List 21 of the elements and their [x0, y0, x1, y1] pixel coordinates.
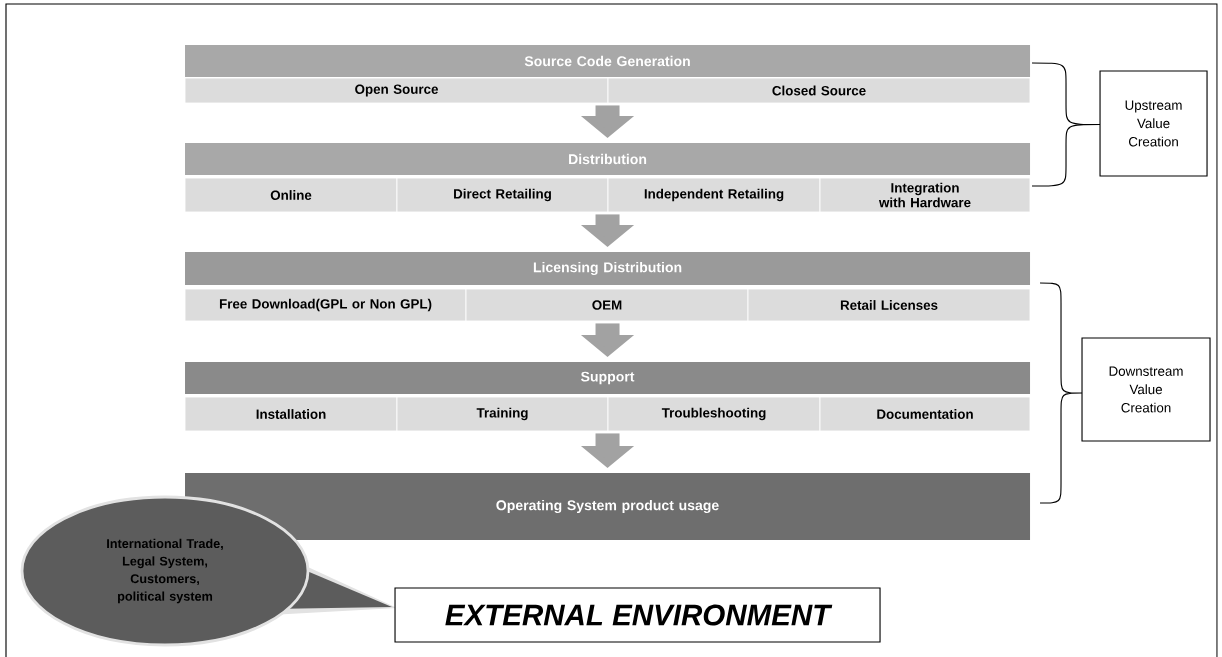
option-cell: Closed Source: [607, 77, 1031, 104]
text-box: Upstream Value Creation: [1099, 70, 1208, 177]
option-cell: Retail Licenses: [747, 288, 1031, 322]
option-cell: Independent Retailing: [607, 177, 821, 213]
option-cell: Troubleshooting: [607, 396, 821, 432]
option-cell: Open Source: [184, 77, 609, 104]
stage-banner: Licensing Distribution: [185, 252, 1031, 285]
option-cell: OEM: [465, 288, 749, 322]
stage-banner: Support: [185, 362, 1031, 394]
speech-bubble: International Trade, Legal System, Customers, political system: [20, 495, 397, 647]
option-cell: Direct Retailing: [396, 177, 609, 213]
option-cell: Documentation: [819, 396, 1031, 432]
stage-banner: Distribution: [185, 143, 1031, 175]
stage-banner: Source Code Generation: [185, 45, 1031, 77]
option-cell: Training: [396, 396, 609, 432]
text-box: Downstream Value Creation: [1081, 337, 1211, 442]
title-box: EXTERNAL ENVIRONMENT: [394, 587, 881, 643]
option-cell: Installation: [184, 396, 398, 432]
option-cell: Online: [184, 177, 398, 213]
option-cell: Free Download(GPL or Non GPL): [184, 288, 467, 322]
option-cell: Integration with Hardware: [819, 177, 1031, 213]
